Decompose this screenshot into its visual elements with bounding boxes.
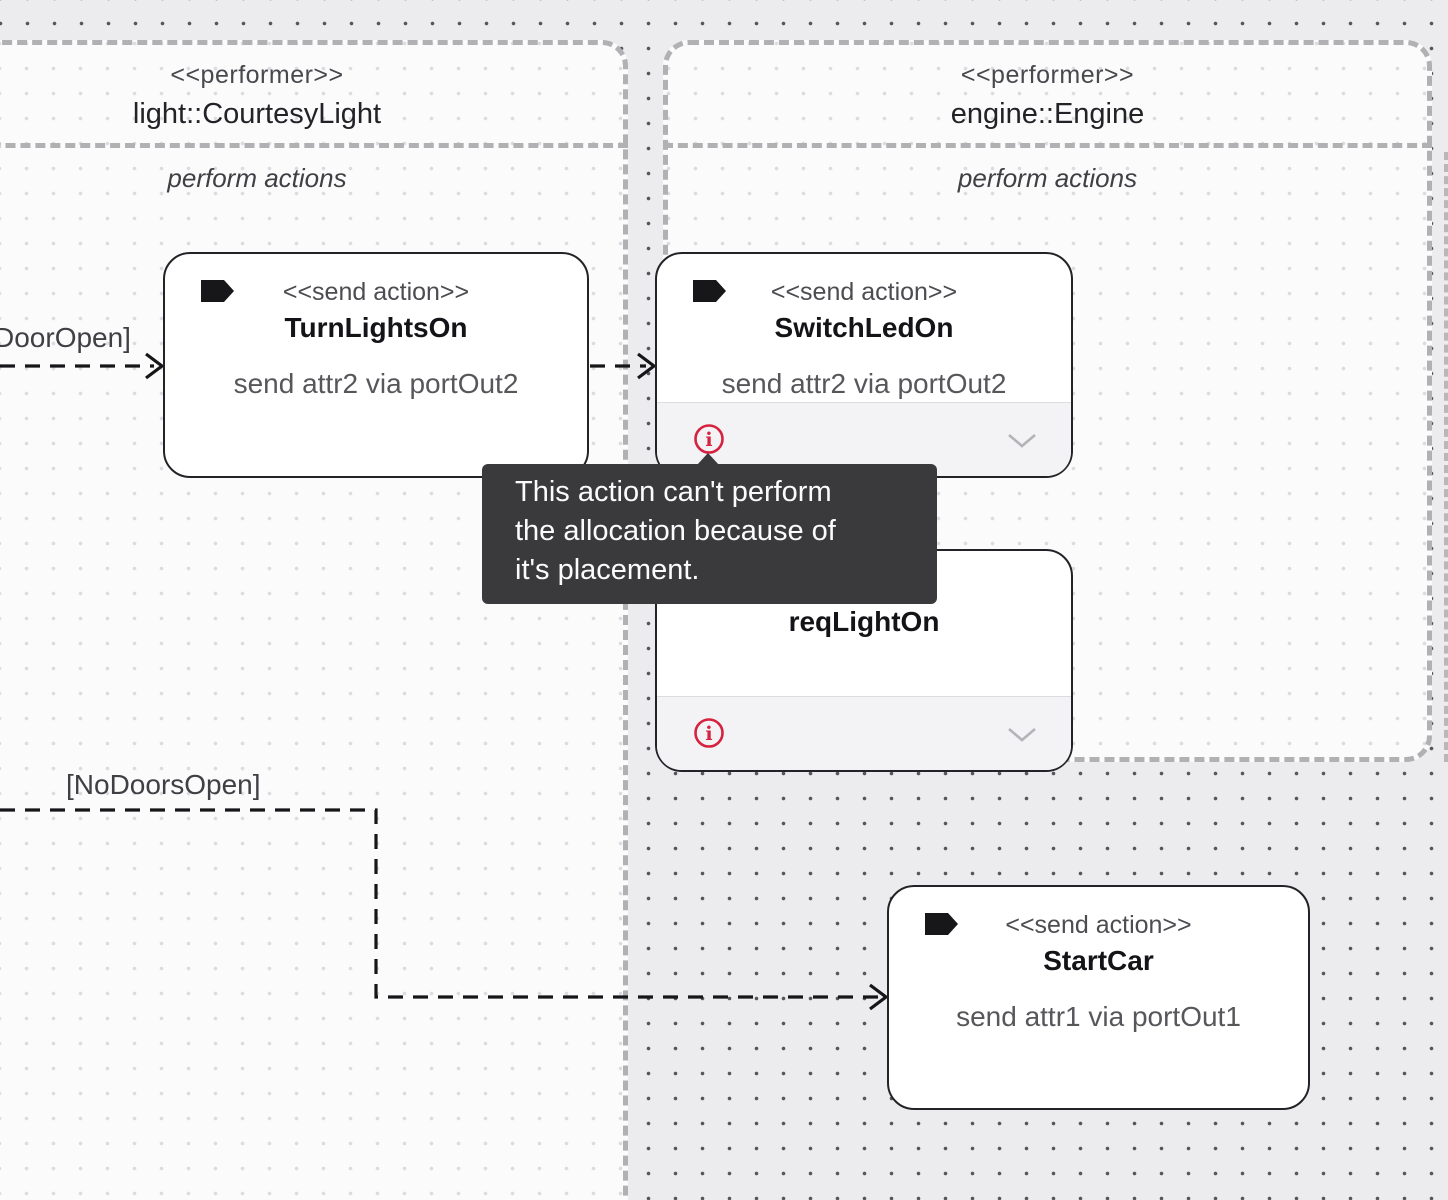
send-signal-flag-icon [201, 280, 234, 302]
guard-label-nodoorsopen[interactable]: [NoDoorsOpen] [66, 769, 261, 800]
action-name: StartCar [1043, 945, 1154, 976]
error-tooltip: This action can't perform the allocation… [482, 453, 937, 604]
action-name: SwitchLedOn [774, 312, 954, 343]
action-body: send attr1 via portOut1 [956, 1001, 1241, 1032]
adjacent-partition-edge [1444, 152, 1448, 762]
action-stereotype: <<send action>> [770, 278, 958, 306]
svg-text:i: i [705, 429, 712, 451]
action-body: send attr2 via portOut2 [233, 368, 519, 399]
send-signal-flag-icon [693, 280, 726, 302]
action-stereotype: <<send action>> [282, 278, 470, 306]
action-body: send attr2 via portOut2 [721, 368, 1007, 399]
svg-text:i: i [705, 723, 712, 745]
guard-label-dooropen[interactable]: DoorOpen] [0, 322, 131, 353]
partition-header-divider [663, 143, 1432, 148]
performer-stereotype: <<performer>> [960, 61, 1135, 89]
partition-subtitle: perform actions [957, 163, 1138, 193]
partition-header-divider [0, 143, 628, 148]
partition-subtitle: perform actions [167, 163, 347, 193]
chevron-down-icon[interactable] [1007, 432, 1037, 449]
partition-title: engine::Engine [950, 98, 1145, 130]
action-stereotype: <<send action>> [1005, 911, 1192, 939]
action-node-turnlightson[interactable]: <<send action>> TurnLightsOn send attr2 … [163, 252, 589, 478]
error-info-icon[interactable]: i [693, 717, 725, 749]
error-info-icon[interactable]: i [693, 423, 725, 455]
action-name: reqLightOn [788, 606, 940, 637]
performer-stereotype: <<performer>> [170, 61, 344, 89]
action-node-startcar[interactable]: <<send action>> StartCar send attr1 via … [887, 885, 1310, 1110]
tooltip-caret [697, 453, 719, 465]
arrowhead-icon [869, 983, 889, 1011]
chevron-down-icon[interactable] [1007, 726, 1037, 743]
action-node-switchledon[interactable]: <<send action>> SwitchLedOn send attr2 v… [655, 252, 1073, 478]
node-footer: i [657, 402, 1071, 476]
action-name: TurnLightsOn [284, 312, 468, 343]
arrowhead-icon [145, 352, 165, 380]
edge-nodoorsopen[interactable] [0, 808, 878, 999]
arrowhead-icon [637, 352, 657, 380]
partition-header: <<performer>> engine::Engine [668, 61, 1427, 131]
partition-title: light::CourtesyLight [132, 98, 382, 130]
node-footer: i [657, 696, 1071, 770]
partition-header: <<performer>> light::CourtesyLight [0, 61, 623, 131]
send-signal-flag-icon [925, 913, 958, 935]
partition-light-courtesylight[interactable]: <<performer>> light::CourtesyLight perfo… [0, 40, 628, 1200]
